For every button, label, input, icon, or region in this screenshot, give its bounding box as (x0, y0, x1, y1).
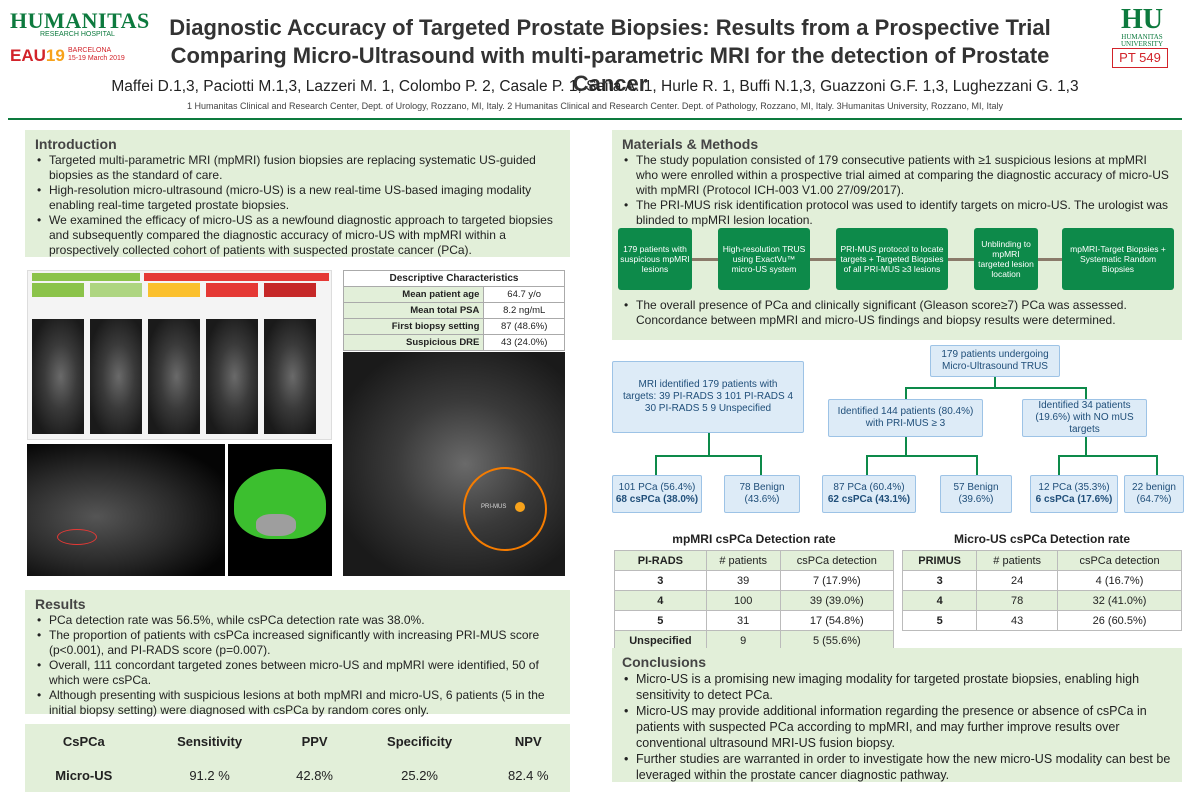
mpmri-detection-table: mpMRI csPCa Detection rate PI-RADS # pat… (614, 530, 895, 651)
right-pca-node: 12 PCa (35.3%)6 csPCa (17.6%) (1030, 475, 1118, 513)
micro-ultrasound-image: PRI-MUS (343, 352, 565, 576)
poster-title: Diagnostic Accuracy of Targeted Prostate… (169, 15, 1051, 96)
introduction-heading: Introduction (35, 136, 117, 152)
mri-node: MRI identified 179 patients with targets… (612, 361, 804, 433)
flow-arrow (1038, 258, 1062, 261)
conclusion-bullet: Micro-US may provide additional informat… (622, 703, 1172, 751)
left-pca-node: 87 PCa (60.4%)62 csPCa (43.1%) (822, 475, 916, 513)
microus-table-caption: Micro-US csPCa Detection rate (953, 532, 1131, 546)
table-row: Micro-US 91.2 % 42.8% 25.2% 82.4 % (25, 758, 570, 792)
authors: Maffei D.1,3, Paciotti M.1,3, Lazzeri M.… (111, 78, 1079, 95)
results-bullet: Although presenting with suspicious lesi… (35, 688, 560, 718)
flow-step: Unblinding to mpMRI targeted lesion loca… (974, 228, 1038, 290)
methods-heading: Materials & Methods (622, 136, 759, 152)
methods-bullet: The PRI-MUS risk identification protocol… (622, 198, 1172, 228)
humanitas-logo-subtitle: RESEARCH HOSPITAL (40, 31, 115, 38)
pri-mus-reference-chart (27, 270, 332, 440)
ultrasound-label: PRI-MUS (481, 504, 507, 510)
no-mus-target-node: Identified 34 patients (19.6%) with NO m… (1022, 399, 1147, 437)
left-benign-node: 57 Benign (39.6%) (940, 475, 1012, 513)
introduction-section: Introduction Targeted multi-parametric M… (25, 130, 570, 257)
flow-step: mpMRI-Target Biopsies + Systematic Rando… (1062, 228, 1174, 290)
descriptive-characteristics-table: Descriptive Characteristics Mean patient… (342, 270, 565, 351)
conclusions-section: Conclusions Micro-US is a promising new … (612, 648, 1182, 782)
humanitas-logo: HUMANITAS (10, 8, 150, 33)
header-divider (8, 118, 1182, 120)
flow-step: High-resolution TRUS using ExactVu™ micr… (718, 228, 810, 290)
study-flow-diagram: 179 patients with suspicious mpMRI lesio… (618, 228, 1178, 292)
results-heading: Results (35, 596, 86, 612)
mri-image (27, 444, 225, 576)
flow-arrow (810, 258, 836, 261)
diagnostic-accuracy-table: CsPCa Sensitivity PPV Specificity NPV Mi… (25, 724, 570, 792)
flow-arrow (692, 258, 718, 261)
pri-mus-positive-node: Identified 144 patients (80.4%) with PRI… (828, 399, 983, 437)
right-benign-node: 22 benign (64.7%) (1124, 475, 1184, 513)
root-node: 179 patients undergoing Micro-Ultrasound… (930, 345, 1060, 377)
results-bullet: Overall, 111 concordant targeted zones b… (35, 658, 560, 688)
mri-pca-node: 101 PCa (56.4%)68 csPCa (38.0%) (612, 475, 702, 513)
results-section: Results PCa detection rate was 56.5%, wh… (25, 590, 570, 717)
intro-bullet: Targeted multi-parametric MRI (mpMRI) fu… (35, 153, 560, 183)
flow-arrow (948, 258, 974, 261)
results-bullet: PCa detection rate was 56.5%, while csPC… (35, 613, 560, 628)
methods-bullet: The study population consisted of 179 co… (622, 153, 1172, 198)
affiliations: 1 Humanitas Clinical and Research Center… (186, 101, 1004, 111)
descriptive-title: Descriptive Characteristics (343, 270, 565, 287)
methods-bullet: The overall presence of PCa and clinical… (622, 298, 1177, 328)
mri-benign-node: 78 Benign (43.6%) (724, 475, 800, 513)
eau-logo: EAU19 (10, 46, 65, 65)
flow-step: 179 patients with suspicious mpMRI lesio… (618, 228, 692, 290)
microus-detection-table: Micro-US csPCa Detection rate PRIMUS # p… (901, 530, 1182, 631)
poster-id-badge: PT 549 (1112, 48, 1168, 68)
intro-bullet: We examined the efficacy of micro-US as … (35, 213, 560, 258)
flow-step: PRI-MUS protocol to locate targets + Tar… (836, 228, 948, 290)
conclusions-heading: Conclusions (622, 654, 707, 670)
conclusion-bullet: Further studies are warranted in order t… (622, 751, 1172, 783)
results-bullet: The proportion of patients with csPCa in… (35, 628, 560, 658)
mri-3d-segmentation-image (228, 444, 332, 576)
mpmri-table-caption: mpMRI csPCa Detection rate (672, 532, 836, 546)
intro-bullet: High-resolution micro-ultrasound (micro-… (35, 183, 560, 213)
conclusion-bullet: Micro-US is a promising new imaging moda… (622, 671, 1172, 703)
hu-logo: HU HUMANITAS UNIVERSITY (1121, 4, 1163, 48)
